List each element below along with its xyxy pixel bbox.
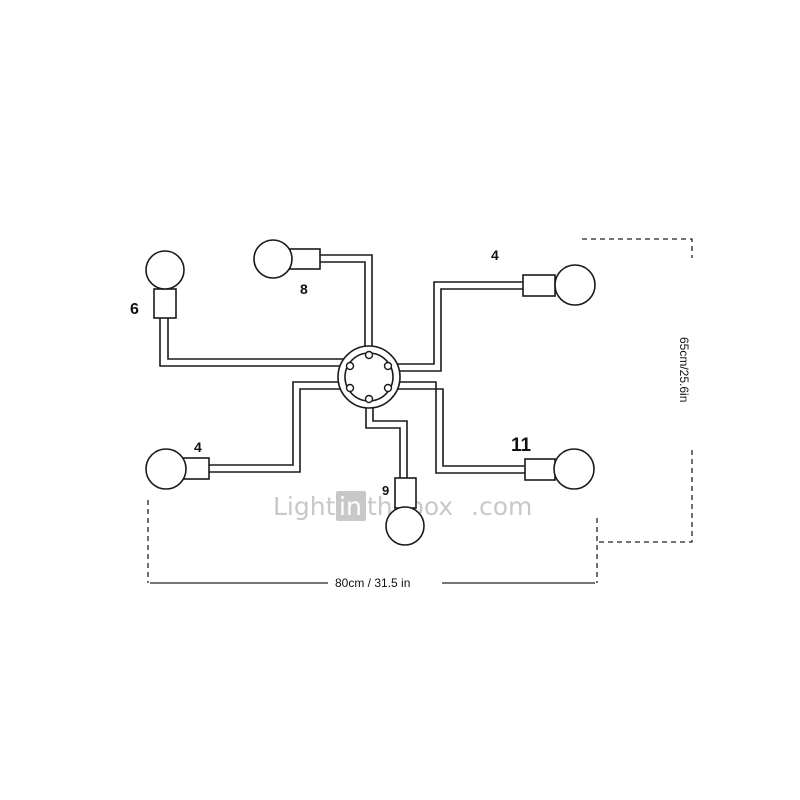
socket-holder (289, 248, 321, 270)
arm-bottom-center (365, 402, 408, 478)
arm-top-left (159, 318, 346, 367)
lamp-top-right (522, 264, 596, 306)
hub-hole (364, 394, 374, 404)
arm-bottom-right (390, 381, 525, 474)
label-arm-bottom-center: 9 (382, 483, 389, 498)
hub-hole (383, 383, 393, 393)
arm-top-center (320, 254, 373, 346)
hub-inner (344, 352, 394, 402)
lamp-top-left (145, 250, 185, 319)
socket-holder (153, 288, 177, 319)
watermark-logo: Light in thebox .com (273, 491, 532, 521)
watermark-text-com: .com (471, 492, 532, 521)
bulb (145, 250, 185, 290)
arm-bottom-left (209, 381, 346, 473)
bulb (554, 264, 596, 306)
width-dimension: 80cm / 31.5 in (147, 500, 598, 590)
hub-hole (383, 361, 393, 371)
bulb (145, 448, 187, 490)
lamp-top-center (253, 239, 321, 279)
arm-top-right (388, 281, 523, 372)
height-line-top (582, 238, 693, 258)
socket-holder (522, 274, 556, 297)
central-hub (337, 345, 401, 409)
height-dimension-label: 65cm/25.6in (677, 337, 691, 402)
watermark-text-light: Light (273, 492, 336, 521)
lamp-bottom-left (145, 448, 210, 490)
watermark-box (336, 491, 366, 521)
label-arm-top-left: 6 (130, 301, 139, 318)
hub-hole (364, 350, 374, 360)
lamp-bottom-right (524, 448, 595, 490)
lamp-bottom-center (385, 477, 425, 546)
label-arm-bottom-left: 4 (194, 439, 202, 455)
width-dimension-label: 80cm / 31.5 in (335, 576, 410, 590)
socket-holder (182, 457, 210, 480)
label-arm-bottom-right: 11 (511, 435, 532, 456)
bulb (553, 448, 595, 490)
label-arm-top-right: 4 (491, 247, 499, 263)
arms (159, 254, 525, 478)
bulb (253, 239, 293, 279)
hub-hole (345, 383, 355, 393)
hub-hole (345, 361, 355, 371)
socket-holder (394, 477, 417, 509)
watermark-text-in: in (339, 492, 362, 521)
height-line-bottom (597, 450, 693, 543)
socket-holder (524, 458, 556, 481)
height-dimension: 65cm/25.6in (582, 238, 693, 543)
bulb (385, 506, 425, 546)
label-arm-top-center: 8 (300, 281, 308, 297)
